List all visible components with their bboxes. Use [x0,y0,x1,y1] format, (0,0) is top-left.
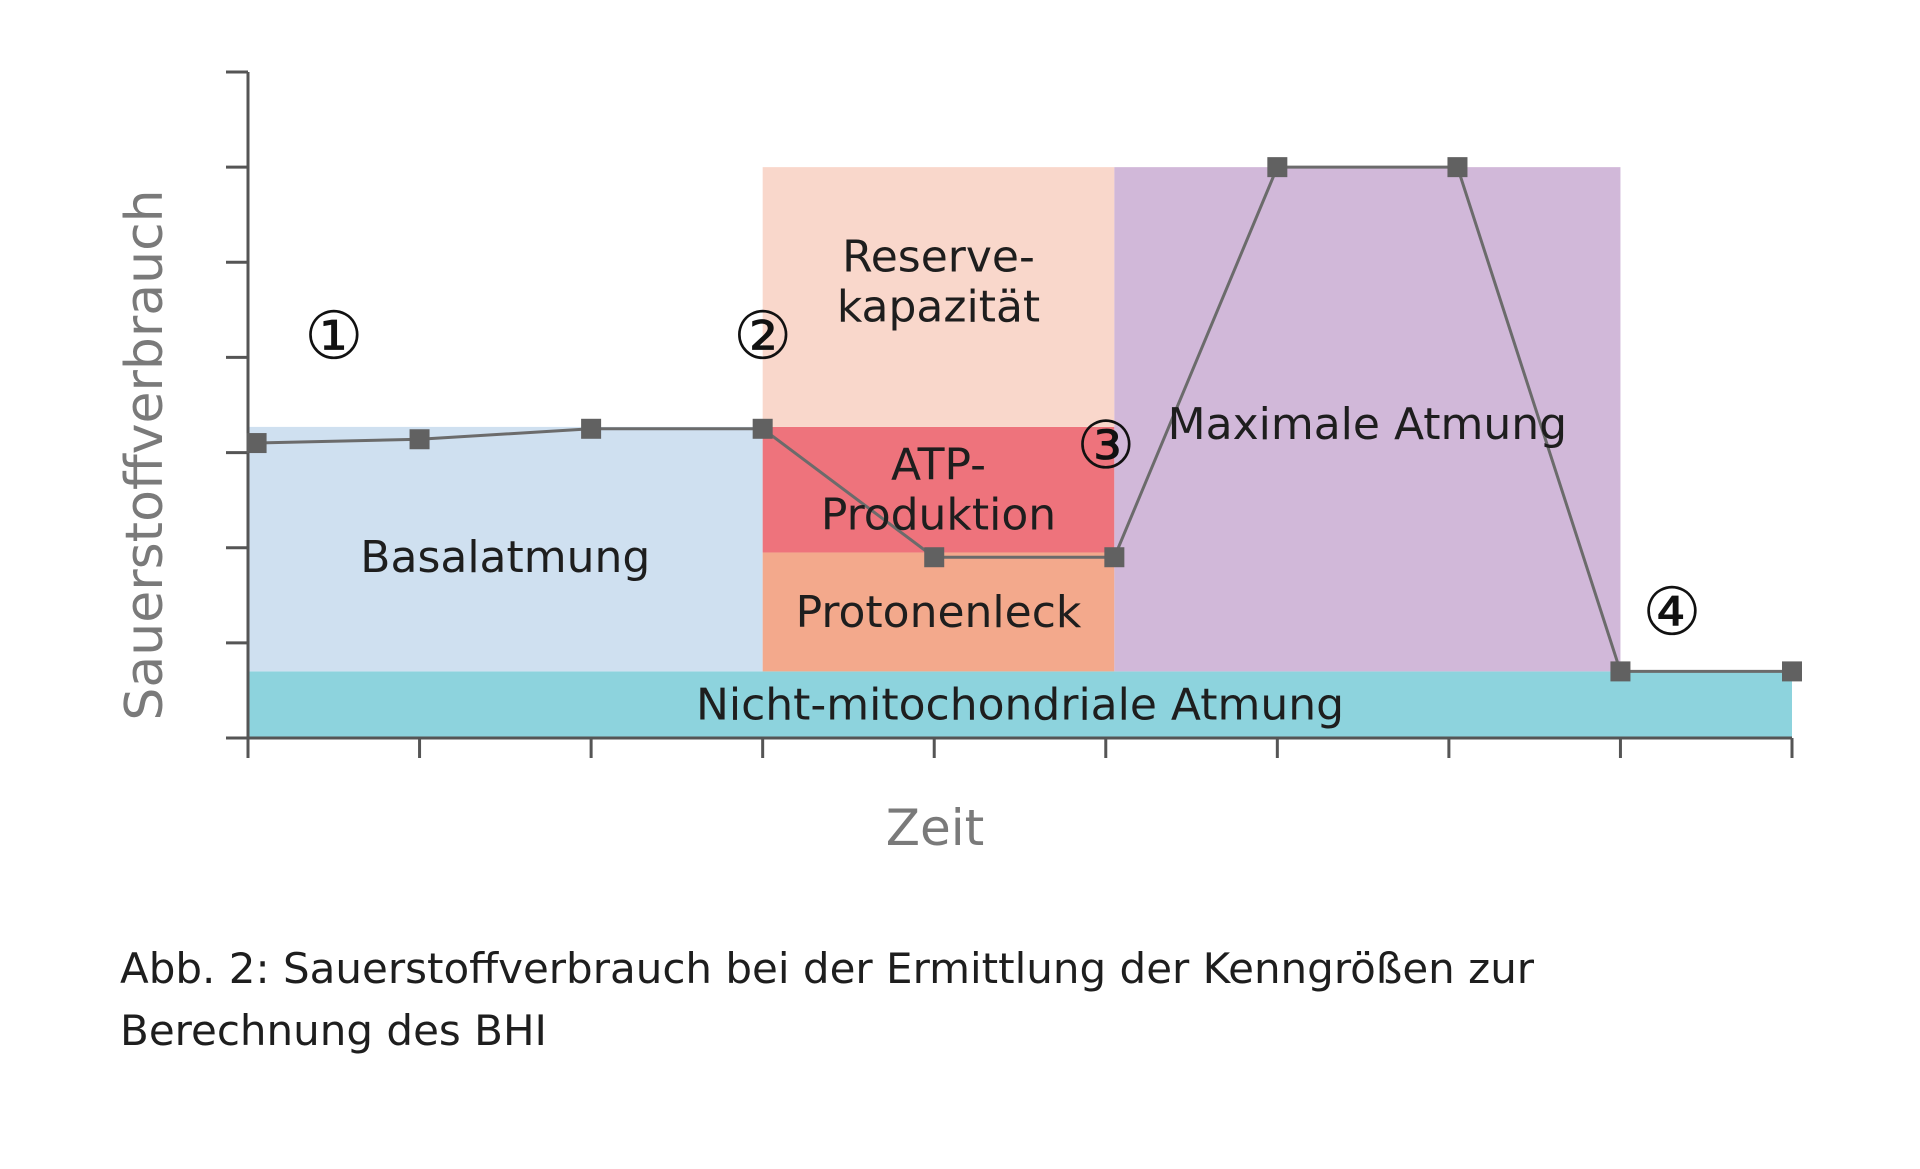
series-line [256,165,1792,673]
region-label-protonenleck: Protonenleck [796,587,1082,638]
region-label-maximale-atmung: Maximale Atmung [1168,399,1567,450]
data-point [1104,547,1125,568]
region-maximale-atmung [1114,167,1621,672]
chart-regions [248,167,1792,738]
chart-axes [226,70,1794,758]
region-label-basalatmung: Basalatmung [360,532,650,583]
data-point [1782,661,1802,682]
region-label-nicht-mitochondriale-atmung: Nicht-mitochondriale Atmung [696,680,1344,731]
data-point [581,418,602,439]
region-nicht-mitochondriale-atmung [248,671,1792,738]
region-label-reserve-kapazität: Reserve-kapazität [837,231,1040,332]
step-annotations: ① ② ③ ④ [304,297,1701,650]
caption-line-1: Abb. 2: Sauerstoffverbrauch bei der Ermi… [120,944,1535,993]
region-protonenleck [762,552,1115,672]
chart-series [246,157,1802,682]
data-point [1267,157,1288,178]
region-basalatmung [248,426,763,672]
y-axis-label: Sauerstoffverbrauch [115,189,175,720]
step-marker-1: ① [304,297,363,374]
region-label-atp-produktion: ATP-Produktion [821,440,1056,541]
step-marker-3: ③ [1076,407,1135,484]
step-marker-2: ② [733,297,792,374]
figure-caption: Abb. 2: Sauerstoffverbrauch bei der Ermi… [120,938,1820,1062]
x-axis-label: Zeit [886,799,985,857]
region-labels: Nicht-mitochondriale Atmung BasalatmungPr… [360,231,1567,730]
data-point [752,418,773,439]
data-point [1447,157,1468,178]
data-point [1610,661,1631,682]
caption-line-2: Berechnung des BHI [120,1006,547,1055]
data-point [409,429,430,450]
data-point [246,433,267,454]
step-marker-4: ④ [1642,573,1701,650]
region-reserve-kapazität [762,167,1115,427]
data-point [924,547,945,568]
region-atp-produktion [762,426,1115,553]
